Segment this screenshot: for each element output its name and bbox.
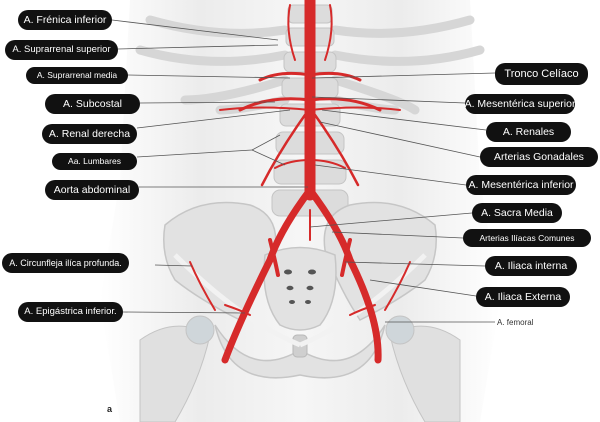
label-frenica-inferior: A. Frénica inferior [18,10,112,30]
sacral-foramina [284,269,316,304]
figure-letter: a [107,404,113,414]
label-femoral: A. femoral [497,318,534,327]
label-epigastrica-inferior: A. Epigástrica inferior. [18,302,123,322]
femur-heads [139,315,461,422]
pelvis [163,201,437,379]
label-tronco-celiaco: Tronco Celíaco [495,63,588,85]
label-arterias-gonadales: Arterias Gonadales [480,147,598,167]
label-iliacas-comunes: Arterias Ilíacas Comunes [463,229,591,247]
leader-lines [111,19,496,323]
label-sacra-media: A. Sacra Media [472,203,562,223]
label-subcostal: A. Subcostal [45,94,140,114]
label-suprarrenal-superior: A. Suprarrenal superior [5,40,118,60]
label-renal-derecha: A. Renal derecha [42,124,137,144]
label-circunfleja-iliaca-profunda: A. Circunfleja ilíca profunda. [2,253,129,273]
label-iliaca-interna: A. Iliaca interna [485,256,577,276]
label-renales: A. Renales [486,122,571,142]
pubic-symphysis [292,334,308,358]
label-suprarrenal-media: A. Suprarrenal media [26,67,128,84]
label-mesenterica-inferior: A. Mesentérica inferior [466,175,576,195]
label-aorta-abdominal: Aorta abdominal [45,180,139,200]
label-lumbares: Aa. Lumbares [52,153,137,170]
label-iliaca-externa: A. Iliaca Externa [476,287,570,307]
label-mesenterica-superior: A. Mesentérica superior [465,94,575,114]
